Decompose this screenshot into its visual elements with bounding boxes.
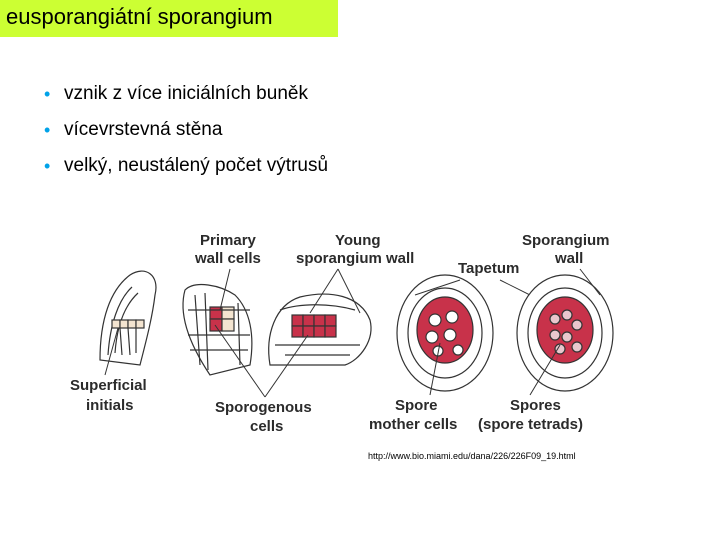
pointer-young-wall-a [309, 268, 339, 314]
bullet-icon: • [44, 84, 51, 104]
pointer-young-wall-b [337, 268, 361, 314]
stage-spore-mother-cells [396, 274, 494, 392]
title-banner: eusporangiátní sporangium [0, 0, 338, 37]
stage-spores-tetrads [516, 274, 614, 392]
bullet-icon: • [44, 120, 51, 140]
label-primary-wall-line1: Primary [200, 232, 257, 249]
label-tapetum: Tapetum [458, 260, 519, 277]
label-spore-mother-line2: mother cells [369, 416, 457, 433]
label-sporangium-wall-line2: wall [554, 250, 583, 267]
pointer-sporangium-wall [579, 268, 601, 296]
bullet-item: • vícevrstevná stěna [44, 116, 328, 152]
source-url: http://www.bio.miami.edu/dana/226/226F09… [368, 451, 576, 461]
pointer-primary-wall [219, 268, 231, 311]
pointer-sporogenous-b [264, 334, 309, 398]
bullet-text: vznik z více iniciálních buněk [64, 83, 308, 104]
sporangium-development-diagram: Primary wall cells Young sporangium wall… [70, 232, 614, 435]
label-young-wall-line2: sporangium wall [296, 250, 414, 267]
pointer-tapetum-a [414, 279, 461, 296]
label-superficial-line1: Superficial [70, 377, 147, 394]
label-sporangium-wall-line1: Sporangium [522, 232, 610, 249]
bullet-text: velký, neustálený počet výtrusů [64, 155, 329, 176]
bullet-text: vícevrstevná stěna [64, 119, 223, 140]
label-primary-wall-line2: wall cells [194, 250, 261, 267]
slide-title: eusporangiátní sporangium [6, 4, 273, 29]
bullet-icon: • [44, 156, 51, 176]
label-spores-line1: Spores [510, 397, 561, 414]
pointer-superficial [104, 327, 119, 376]
label-spore-mother-line1: Spore [395, 397, 438, 414]
stage-superficial-initials [99, 270, 157, 366]
label-young-wall-line1: Young [335, 232, 381, 249]
stage-primary-wall [182, 283, 253, 376]
bullet-item: • velký, neustálený počet výtrusů [44, 152, 328, 188]
label-sporogenous-line1: Sporogenous [215, 399, 312, 416]
label-sporogenous-line2: cells [250, 418, 283, 435]
label-superficial-line2: initials [86, 397, 134, 414]
label-spores-line2: (spore tetrads) [478, 416, 583, 433]
bullet-list: • vznik z více iniciálních buněk • vícevrs… [44, 80, 328, 188]
pointer-spores [529, 344, 561, 396]
bullet-item: • vznik z více iniciálních buněk [44, 80, 328, 116]
stage-young-sporangium [268, 293, 372, 366]
pointer-sporogenous-a [214, 324, 266, 398]
pointer-spore-mother [429, 342, 441, 396]
